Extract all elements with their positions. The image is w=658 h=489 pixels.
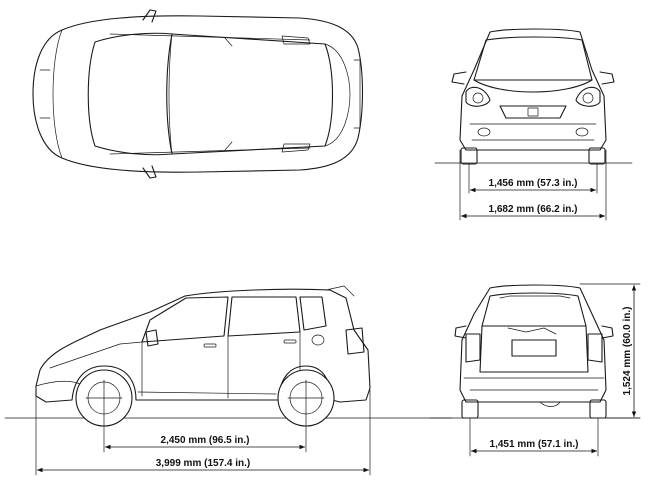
- front-track-label: 1,456 mm (57.3 in.): [489, 178, 578, 189]
- top-view-mirror-left: [142, 9, 157, 23]
- front-view-windshield: [473, 36, 593, 81]
- overall-length-label: 3,999 mm (157.4 in.): [156, 458, 251, 469]
- rear-view-tire-left: [461, 399, 479, 419]
- front-view-emblem: [527, 107, 539, 117]
- rear-view: [429, 284, 641, 419]
- front-view-mirror-left: [451, 71, 467, 85]
- rear-view-license-plate: [511, 339, 557, 357]
- rear-view-rear-window: [481, 292, 587, 327]
- top-view-windshield: [87, 32, 173, 156]
- side-view-windshield: [141, 296, 229, 343]
- top-view-body-outline: [32, 15, 364, 173]
- top-view-mirror-right: [142, 165, 157, 179]
- overall-width-label: 1,682 mm (66.2 in.): [489, 204, 578, 215]
- front-view-mirror-right: [599, 71, 615, 85]
- side-view-tail-light: [345, 327, 365, 355]
- rear-view-tail-light-left: [465, 333, 481, 363]
- rear-view-mirror-left: [454, 325, 467, 339]
- front-view-grille: [499, 105, 567, 119]
- rear-view-mirror-right: [601, 325, 614, 339]
- overall-height-label: 1,524 mm (60.0 in.): [622, 307, 633, 396]
- rear-view-tailgate: [479, 325, 589, 373]
- side-view-rear-window: [299, 296, 327, 331]
- side-view-front-door-window: [227, 296, 301, 337]
- rear-view-tire-right: [589, 399, 607, 419]
- top-view: [32, 9, 364, 179]
- front-view-headlight-right: [575, 86, 601, 107]
- front-view-headlight-left: [465, 86, 491, 107]
- side-view: [4, 285, 453, 427]
- front-view: [434, 28, 633, 165]
- rear-track-label: 1,451 mm (57.1 in.): [490, 439, 579, 450]
- top-view-roof: [171, 33, 333, 155]
- rear-view-body-outline: [459, 284, 607, 403]
- wheelbase-label: 2,450 mm (96.5 in.): [161, 435, 250, 446]
- front-view-body-outline: [459, 28, 607, 151]
- rear-view-tail-light-right: [587, 333, 603, 363]
- side-view-mirror: [145, 329, 159, 347]
